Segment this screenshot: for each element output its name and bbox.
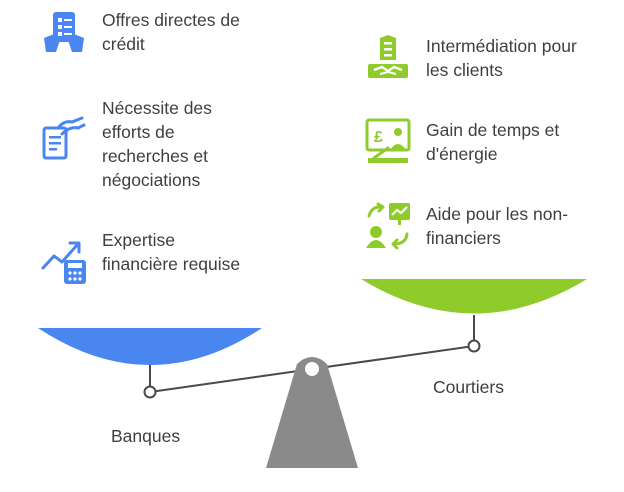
right-item-1: Intermédiation pour les clients: [364, 34, 586, 82]
document-search-icon: [40, 114, 88, 162]
advisor-chart-icon: [364, 202, 412, 250]
right-title: Courtiers: [433, 377, 504, 397]
calculator-growth-icon: [40, 238, 88, 286]
left-item-3-label: Expertise financière requise: [102, 230, 241, 274]
handshake-building-icon: [364, 34, 412, 82]
right-pan: [361, 279, 587, 314]
right-pivot: [467, 339, 481, 353]
svg-text:£: £: [374, 129, 383, 146]
right-item-2: £ Gain de temps et d'énergie: [364, 118, 596, 166]
right-item-1-label: Intermédiation pour les clients: [426, 36, 577, 80]
left-item-3: Expertise financière requise: [40, 228, 242, 286]
right-item-2-label: Gain de temps et d'énergie: [426, 120, 560, 164]
fulcrum-pivot: [305, 362, 319, 376]
left-item-2-label: Nécessite des efforts de recherches et n…: [102, 98, 212, 190]
left-pan: [38, 328, 262, 365]
left-pivot: [143, 385, 157, 399]
right-item-3: Aide pour les non-financiers: [364, 202, 586, 250]
presentation-money-icon: £: [364, 118, 412, 166]
left-title: Banques: [111, 426, 181, 446]
left-item-1: Offres directes de crédit: [40, 8, 252, 56]
left-item-1-label: Offres directes de crédit: [102, 10, 240, 54]
checklist-hand-icon: [40, 8, 88, 56]
fulcrum: [266, 357, 358, 468]
right-item-3-label: Aide pour les non-financiers: [426, 204, 569, 248]
left-item-2: Nécessite des efforts de recherches et n…: [40, 96, 242, 192]
